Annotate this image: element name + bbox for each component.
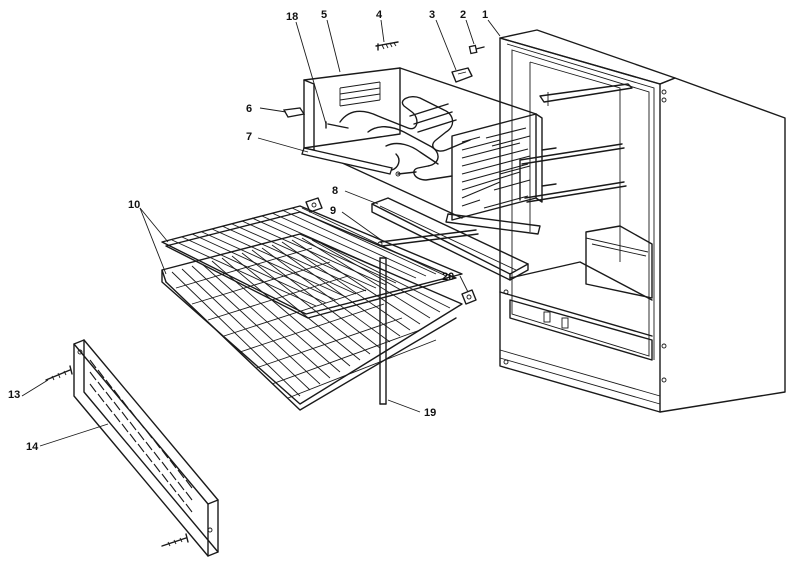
- cabinet: [499, 29, 786, 413]
- callout-14: 14: [26, 441, 39, 453]
- callout-4: 4: [376, 9, 383, 21]
- callout-2: 2: [460, 9, 466, 21]
- part-18-screw: [325, 121, 349, 129]
- part-2-screw: [468, 44, 485, 55]
- callout-numbers: 1 2 3 4 5 18 6 7 8 9 10 20 19 13 14: [8, 9, 488, 453]
- part-6-pin: [282, 107, 306, 118]
- callout-19: 19: [424, 407, 436, 419]
- heater-assembly: [303, 67, 557, 235]
- callout-13: 13: [8, 389, 20, 401]
- part-3-bracket: [451, 67, 473, 83]
- part-7-element-rod: [301, 147, 400, 175]
- callout-10: 10: [128, 199, 140, 211]
- callout-9: 9: [330, 205, 336, 217]
- callout-8: 8: [332, 185, 338, 197]
- part-10-racks: [161, 205, 463, 411]
- element-screw: [395, 171, 417, 177]
- part-8-pan: [371, 197, 529, 281]
- callout-3: 3: [429, 9, 435, 21]
- callout-7: 7: [246, 131, 252, 143]
- part-13-screw: [45, 365, 73, 381]
- shelf-clip: [305, 197, 323, 213]
- callout-1: 1: [482, 9, 488, 21]
- part-20-clip: [461, 289, 477, 305]
- bottom-screw: [161, 533, 189, 547]
- callout-20: 20: [442, 271, 454, 283]
- part-14-grille: [73, 339, 219, 557]
- callout-6: 6: [246, 103, 252, 115]
- leader-lines: [21, 19, 501, 447]
- callout-18: 18: [286, 11, 298, 23]
- part-4-screw: [375, 41, 399, 51]
- callout-5: 5: [321, 9, 327, 21]
